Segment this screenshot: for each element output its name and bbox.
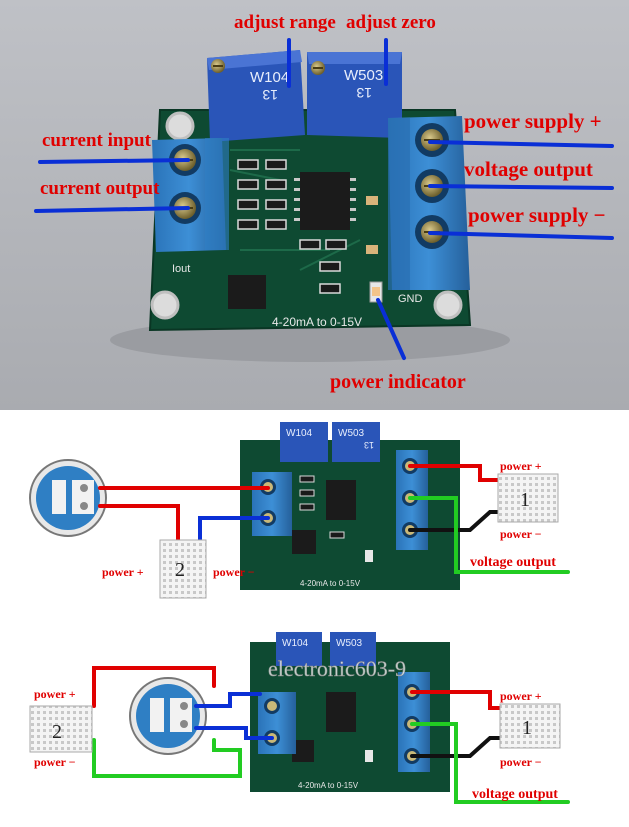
label-power-supply-minus: power supply − [468,203,606,227]
wiring-diagrams: W104 W503 13 4-20mA to 0-15V [0,410,629,827]
pot-left-code: W104 [250,69,289,86]
d1-wires [98,464,570,574]
d1-model: 4-20mA to 0-15V [300,579,361,588]
potentiometer-zero: W503 13 [307,52,402,138]
pot-left-sub: 13 [262,87,278,103]
d1-pot-right: W503 [338,428,365,439]
power-supply-2-box-d2: 2 [29,705,93,753]
mounting-hole [165,111,195,141]
d1-supply-1-label: 1 [520,489,530,511]
d1-power-minus: power − [500,527,542,541]
potentiometer-range: W104 13 [207,50,305,142]
d2-power-plus-left: power + [34,687,76,701]
pot-right-code: W503 [344,67,383,84]
d2-voltage-output: voltage output [472,787,558,802]
d2-power-plus: power + [500,689,542,703]
label-current-output: current output [40,178,160,199]
module-photo: Iout GND 4-20mA to 0-15V W104 13 W503 13 [0,0,629,410]
d2-supply-2-label: 2 [52,721,62,743]
d1-power-plus-left: power + [102,565,144,579]
label-voltage-output: voltage output [464,157,593,181]
mounting-hole [433,290,463,320]
wiring-diagram-1: W104 W503 13 4-20mA to 0-15V [29,422,570,599]
d2-pot-right: W503 [336,638,363,649]
label-adjust-zero: adjust zero [346,12,436,33]
terminal-block-left [152,138,229,252]
label-power-indicator: power indicator [330,371,466,393]
terminal-block-right [388,116,470,290]
d1-pot-left: W104 [286,428,313,439]
power-supply-2-box: 2 [159,539,207,599]
d1-voltage-output: voltage output [470,555,556,570]
d1-power-plus: power + [500,459,542,473]
power-supply-1-box-d2: 1 [499,703,561,749]
pot-right-sub: 13 [356,85,372,101]
d1-pot-code: 13 [364,440,374,450]
silkscreen-gnd: GND [398,293,423,305]
op-amp-chip [300,172,350,230]
d2-wires [92,666,570,804]
mounting-hole [150,290,180,320]
d1-supply-2-label: 2 [175,559,185,581]
d2-model: 4-20mA to 0-15V [298,781,359,790]
pointer-lines [34,38,614,360]
module-thumbnail-1: W104 W503 13 4-20mA to 0-15V [240,422,460,590]
label-adjust-range: adjust range [234,12,336,33]
wiring-diagrams-drawing: W104 W503 13 4-20mA to 0-15V [29,422,570,804]
silkscreen-model: 4-20mA to 0-15V [272,315,362,329]
power-supply-1-box: 1 [497,473,559,523]
silkscreen-iout: Iout [172,263,190,275]
d2-power-minus: power − [500,755,542,769]
temperature-transmitter-1 [29,459,107,537]
label-current-input: current input [42,130,152,151]
module-photo-drawing: Iout GND 4-20mA to 0-15V W104 13 W503 13 [0,0,629,410]
wiring-diagram-2: W104 W503 4-20mA to 0-15V [29,632,570,804]
d1-power-minus-left: power − [213,565,255,579]
label-power-supply-plus: power supply + [464,109,602,133]
d2-power-minus-left: power − [34,755,76,769]
temperature-transmitter-2 [129,677,207,755]
regulator-chip [228,275,266,309]
d2-pot-left: W104 [282,638,309,649]
watermark: electronic603-9 [268,656,406,681]
d2-supply-1-label: 1 [522,717,532,739]
